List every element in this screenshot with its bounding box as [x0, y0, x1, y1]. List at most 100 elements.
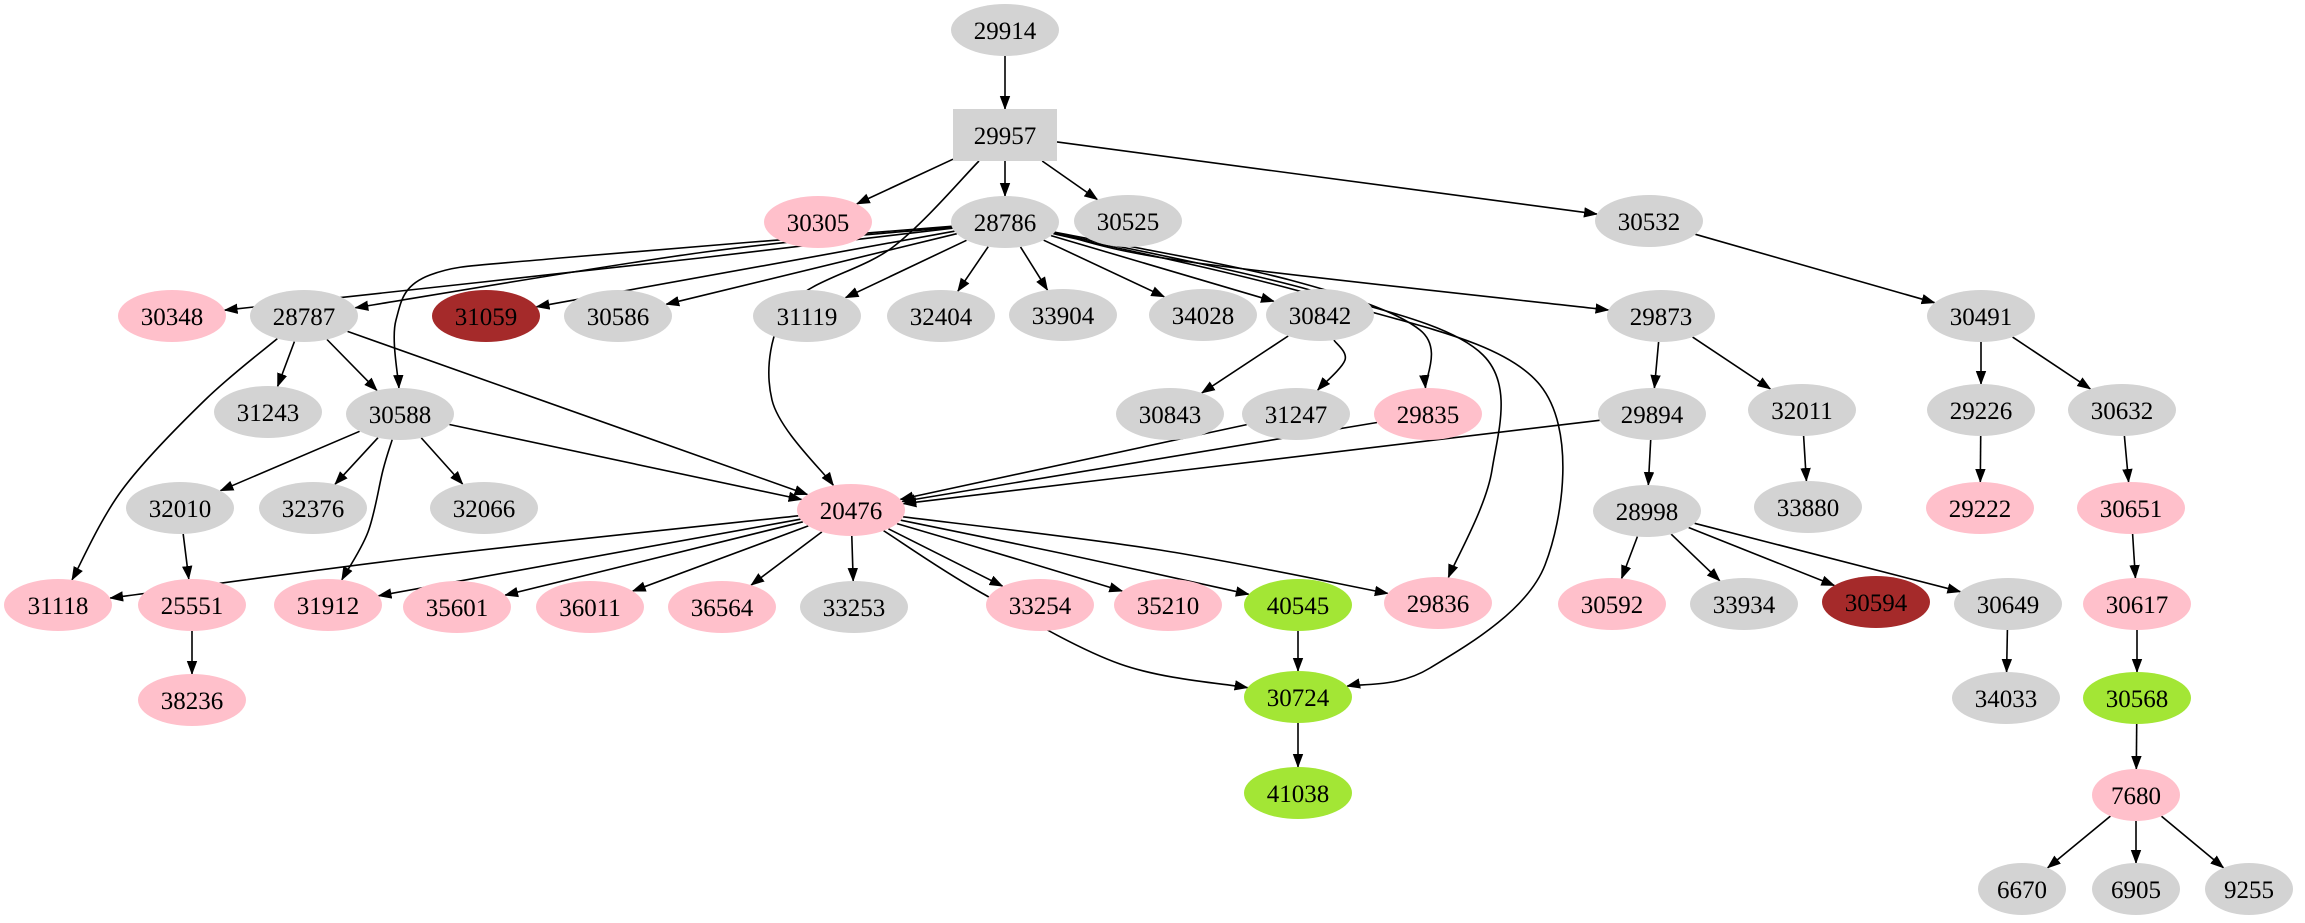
edges-layer [71, 56, 2225, 869]
node-33254-ellipse [986, 579, 1094, 631]
node-32404-label: 32404 [910, 304, 973, 331]
edge-28786-30586 [665, 232, 957, 307]
node-41038: 41038 [1244, 767, 1352, 819]
node-28786-ellipse [951, 196, 1059, 248]
edge-30588-32066 [420, 437, 464, 485]
node-31118: 31118 [4, 579, 112, 631]
node-30632: 30632 [2068, 384, 2176, 436]
node-6670: 6670 [1978, 863, 2066, 915]
node-6905-label: 6905 [2111, 877, 2161, 904]
edge-30532-30491 [1695, 233, 1936, 305]
node-30568-label: 30568 [2106, 686, 2169, 713]
node-30842: 30842 [1266, 289, 1374, 341]
node-35210-label: 35210 [1137, 593, 1200, 620]
node-34028: 34028 [1149, 289, 1257, 341]
node-32011-label: 32011 [1771, 398, 1833, 425]
node-34028-label: 34028 [1172, 303, 1235, 330]
node-32066-label: 32066 [453, 496, 516, 523]
node-9255-label: 9255 [2224, 877, 2274, 904]
node-30651-label: 30651 [2100, 496, 2163, 523]
node-35601-ellipse [403, 581, 511, 633]
node-35210-ellipse [1114, 579, 1222, 631]
node-35601-label: 35601 [426, 595, 489, 622]
edge-20476-36011 [631, 525, 809, 592]
node-30724-label: 30724 [1267, 685, 1330, 712]
node-30843: 30843 [1116, 388, 1224, 440]
node-29894-ellipse [1598, 388, 1706, 440]
node-30594-label: 30594 [1845, 590, 1908, 617]
node-30491-label: 30491 [1950, 304, 2013, 331]
edge-28786-30724 [1053, 232, 1564, 689]
node-30649-label: 30649 [1977, 592, 2040, 619]
edge-28787-31243 [276, 341, 296, 388]
node-33253-label: 33253 [823, 595, 886, 622]
edge-29894-28998 [1643, 439, 1655, 486]
node-40545-ellipse [1244, 579, 1352, 631]
node-36011: 36011 [536, 581, 644, 633]
node-30348-ellipse [118, 290, 226, 342]
edge-30651-30617 [2129, 533, 2140, 579]
edge-32010-25551 [182, 533, 193, 580]
edge-30588-32376 [334, 437, 379, 486]
node-32066-ellipse [430, 482, 538, 534]
node-28998-label: 28998 [1616, 499, 1679, 526]
node-38236-ellipse [138, 674, 246, 726]
node-30305: 30305 [764, 196, 872, 248]
node-35210: 35210 [1114, 579, 1222, 631]
node-30594: 30594 [1822, 576, 1930, 628]
node-29957: 29957 [953, 109, 1057, 161]
node-40545-label: 40545 [1267, 593, 1330, 620]
edge-30588-20476 [449, 423, 803, 502]
node-29836: 29836 [1384, 577, 1492, 629]
node-29914-label: 29914 [974, 18, 1037, 45]
node-31912: 31912 [274, 579, 382, 631]
node-7680-ellipse [2092, 769, 2180, 821]
node-30592: 30592 [1558, 578, 1666, 630]
node-28786-label: 28786 [974, 210, 1037, 237]
node-32011: 32011 [1748, 384, 1856, 436]
node-31059: 31059 [432, 290, 540, 342]
node-31119-label: 31119 [777, 304, 838, 331]
edge-28786-34028 [1043, 239, 1166, 298]
node-29873-ellipse [1607, 290, 1715, 342]
node-33934-ellipse [1690, 578, 1798, 630]
node-20476: 20476 [797, 484, 905, 536]
node-30348: 30348 [118, 290, 226, 342]
node-29226-ellipse [1927, 384, 2035, 436]
node-33253: 33253 [800, 581, 908, 633]
node-36011-ellipse [536, 581, 644, 633]
node-30525-ellipse [1074, 195, 1182, 247]
node-34033-label: 34033 [1975, 686, 2038, 713]
node-30568: 30568 [2083, 672, 2191, 724]
edge-29894-20476 [902, 419, 1600, 508]
node-30491: 30491 [1927, 290, 2035, 342]
node-29835: 29835 [1374, 388, 1482, 440]
node-30592-ellipse [1558, 578, 1666, 630]
node-32376: 32376 [259, 482, 367, 534]
node-30617-label: 30617 [2106, 592, 2169, 619]
node-33880: 33880 [1754, 481, 1862, 533]
node-30842-label: 30842 [1289, 303, 1352, 330]
node-40545: 40545 [1244, 579, 1352, 631]
node-29914: 29914 [951, 4, 1059, 56]
node-30594-ellipse [1822, 576, 1930, 628]
node-31243-label: 31243 [237, 400, 300, 427]
node-34033-ellipse [1952, 672, 2060, 724]
node-34028-ellipse [1149, 289, 1257, 341]
node-30651-ellipse [2077, 482, 2185, 534]
node-30617-ellipse [2083, 578, 2191, 630]
node-29836-ellipse [1384, 577, 1492, 629]
node-41038-ellipse [1244, 767, 1352, 819]
node-29894-label: 29894 [1621, 402, 1684, 429]
node-30724: 30724 [1244, 671, 1352, 723]
node-29873: 29873 [1607, 290, 1715, 342]
edge-28786-31119 [844, 239, 967, 299]
node-30588-ellipse [346, 388, 454, 440]
node-29835-ellipse [1374, 388, 1482, 440]
edge-30491-30632 [2012, 336, 2092, 390]
edge-20476-35601 [504, 521, 804, 598]
node-31059-ellipse [432, 290, 540, 342]
node-30632-ellipse [2068, 384, 2176, 436]
edge-28998-30649 [1694, 522, 1962, 594]
